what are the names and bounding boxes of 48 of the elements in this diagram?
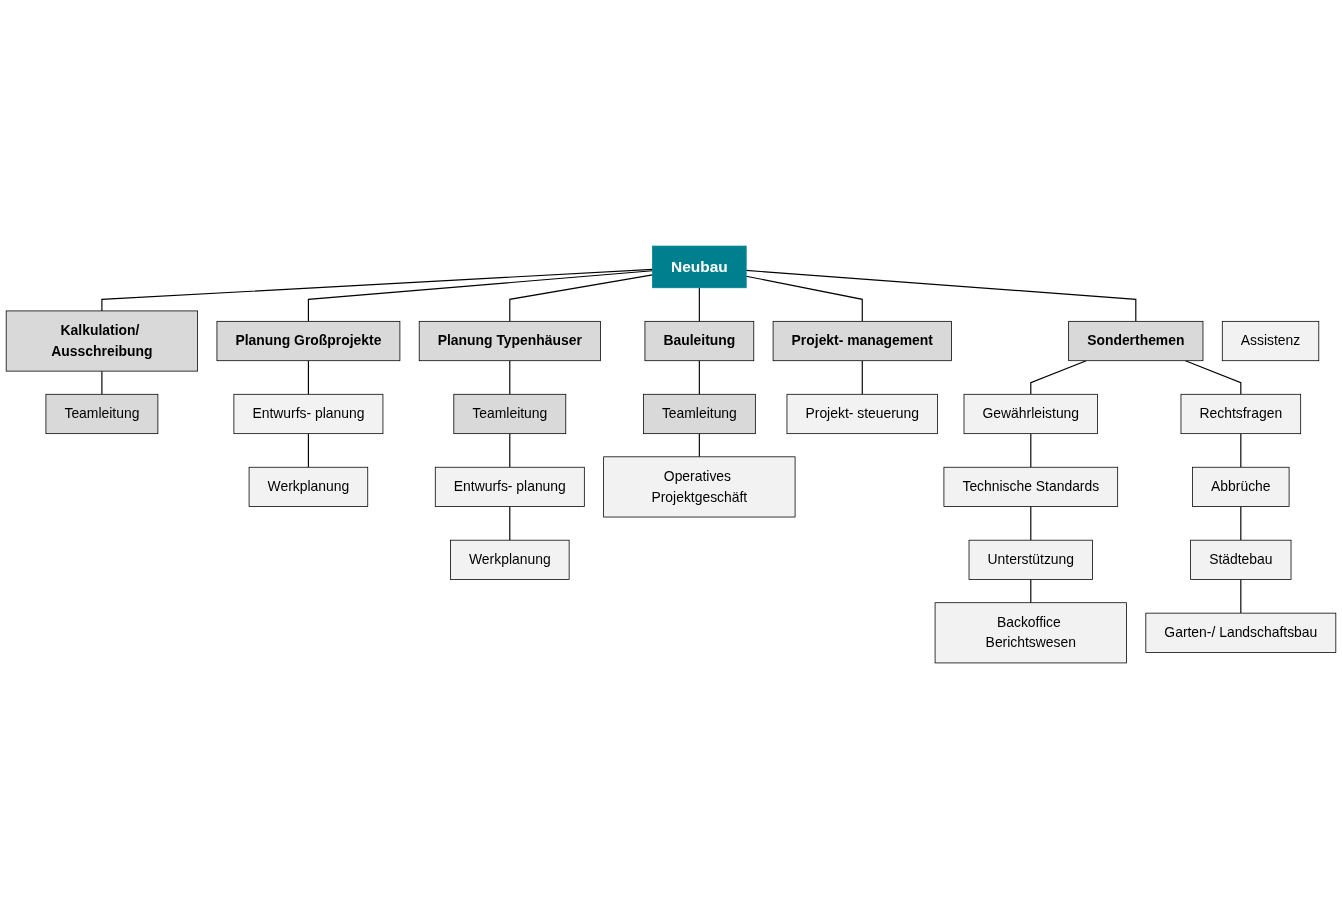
connector (101, 370, 103, 395)
node-box: Technische Standards (943, 466, 1119, 507)
connector (307, 360, 309, 395)
node-box: Operatives Projektgeschäft (603, 456, 796, 518)
connector (307, 270, 654, 322)
node-box: Teamleitung (642, 393, 756, 435)
node-box: Projekt- management (772, 320, 952, 362)
connector (1030, 360, 1087, 395)
node-box: Garten-/ Landschaftsbau (1145, 612, 1337, 653)
connector (1030, 433, 1032, 468)
node-box: Entwurfs- planung (233, 393, 384, 435)
node-box: Werkplanung (450, 539, 570, 580)
node-box: Werkplanung (248, 466, 369, 507)
node-box: Abbrüche (1192, 466, 1290, 507)
node-box: Städtebau (1190, 539, 1292, 580)
connector (745, 275, 863, 322)
node-box: Assistenz (1221, 320, 1320, 362)
connector (745, 269, 1137, 322)
connector (1030, 506, 1032, 541)
node-box: Entwurfs- planung (434, 466, 585, 507)
node-box: Projekt- steuerung (786, 393, 938, 435)
connector (861, 360, 863, 395)
node-box: Rechtsfragen (1180, 393, 1302, 435)
node-box: Gewährleistung (963, 393, 1098, 435)
connector (509, 274, 654, 322)
node-box: Bauleitung (644, 320, 755, 362)
connector (307, 433, 309, 468)
connector (698, 360, 700, 395)
connector (698, 433, 700, 458)
node-box: Unterstützung (968, 539, 1093, 580)
connector (1240, 433, 1242, 468)
connector (1184, 360, 1242, 395)
connector (509, 506, 511, 541)
node-box: Neubau (652, 245, 747, 289)
connector (698, 287, 700, 322)
node-box: Kalkulation/ Ausschreibung (5, 310, 198, 372)
node-box: Teamleitung (453, 393, 567, 435)
node-box: Sonderthemen (1068, 320, 1204, 362)
connector (101, 268, 654, 312)
node-box: Teamleitung (45, 393, 159, 435)
node-box: Planung Großprojekte (216, 320, 401, 362)
connector (1030, 578, 1032, 604)
connector (1240, 506, 1242, 541)
connector (509, 360, 511, 395)
node-box: Planung Typenhäuser (418, 320, 601, 362)
connector (509, 433, 511, 468)
connector (1240, 578, 1242, 614)
node-box: Backoffice Berichtswesen (934, 602, 1127, 664)
